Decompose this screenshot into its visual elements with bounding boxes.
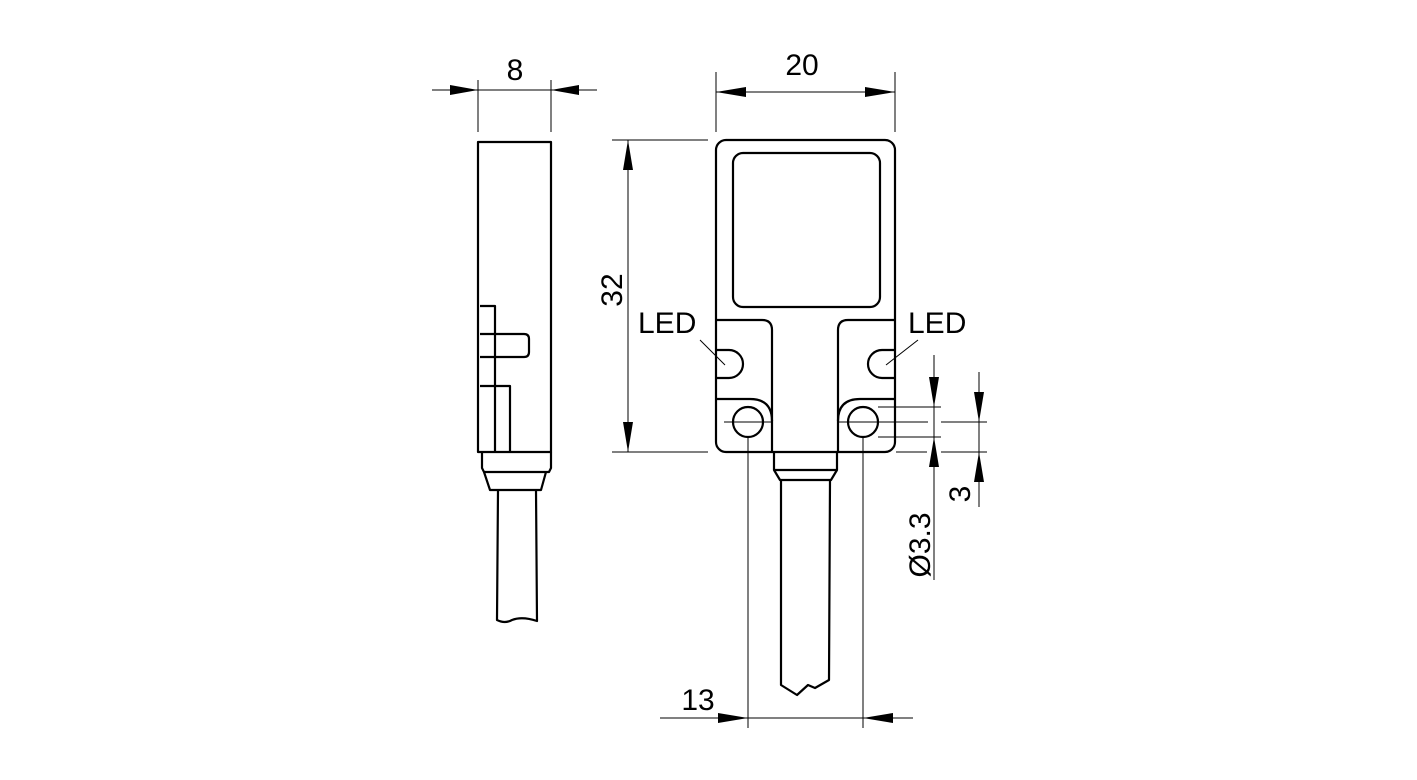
led-leader-left bbox=[699, 339, 726, 366]
dim-label-20: 20 bbox=[785, 49, 818, 82]
side-view bbox=[476, 140, 553, 624]
dim-hole-diameter: Ø3.3 bbox=[878, 355, 941, 580]
dim-label-13: 13 bbox=[681, 684, 714, 717]
dim-label-32: 32 bbox=[596, 273, 629, 306]
led-leader-right bbox=[885, 339, 919, 366]
dim-width-front: 20 bbox=[715, 49, 896, 132]
dim-label-hole-diameter: Ø3.3 bbox=[904, 512, 937, 577]
led-label-left: LED bbox=[638, 307, 696, 340]
dim-label-8: 8 bbox=[507, 54, 524, 87]
dim-hole-offset: 3 bbox=[941, 372, 987, 507]
front-view bbox=[714, 138, 928, 697]
dim-label-3: 3 bbox=[944, 486, 977, 503]
dim-height: 32 bbox=[596, 139, 708, 453]
dim-hole-spacing: 13 bbox=[660, 438, 913, 728]
dim-width-side: 8 bbox=[432, 54, 597, 132]
led-label-right: LED bbox=[908, 307, 966, 340]
